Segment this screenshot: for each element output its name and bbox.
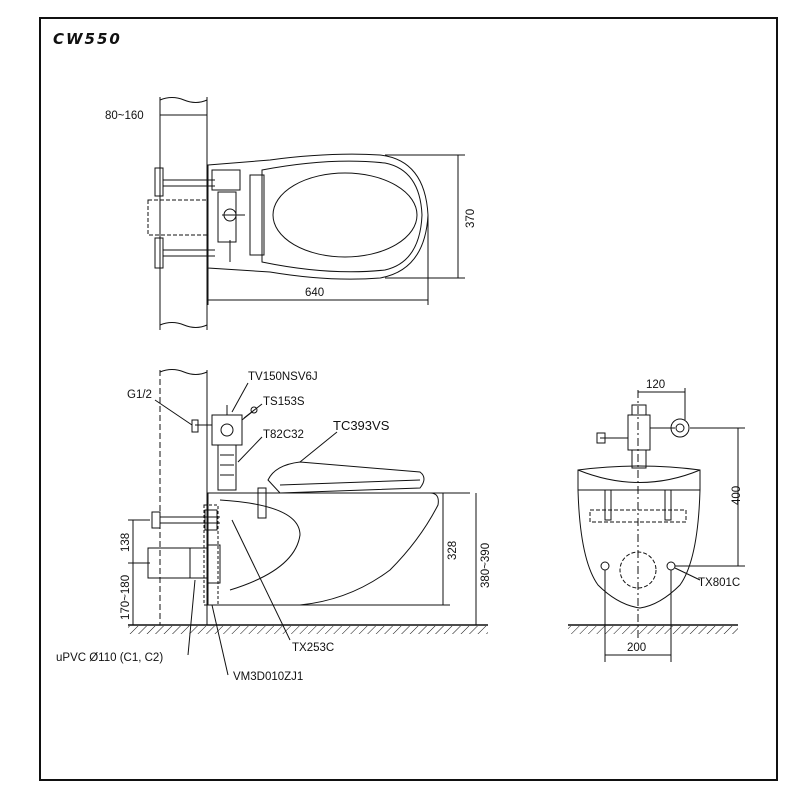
side-bowl-outline	[207, 492, 439, 606]
top-flush-valve	[211, 169, 245, 262]
label-rim-height: 380~390	[480, 543, 492, 588]
side-seat	[267, 461, 425, 494]
label-valve-height: 400	[731, 486, 743, 505]
dim-bolt-spacing	[604, 570, 672, 662]
label-valve-offset: 120	[646, 379, 665, 391]
front-hinge-right	[664, 489, 672, 521]
side-wall	[159, 369, 208, 625]
top-outlet-pipe	[147, 199, 209, 236]
dim-valve-height	[675, 427, 745, 567]
label-outlet-height: 170~180	[120, 575, 132, 620]
dim-outlet-height	[128, 562, 150, 625]
side-floor	[128, 624, 488, 634]
side-flush-valve	[191, 405, 258, 491]
label-water-inlet: G1/2	[127, 389, 152, 401]
top-hinge	[249, 174, 265, 256]
side-seat-line	[279, 479, 421, 486]
front-bowl-outline	[577, 465, 701, 609]
side-bowl-inner	[219, 499, 301, 591]
label-bolt-height: 138	[120, 533, 132, 552]
front-view	[568, 388, 745, 662]
front-seat-bar	[589, 509, 687, 523]
drawing-frame	[39, 17, 778, 781]
label-depth: 370	[465, 209, 477, 228]
top-view	[147, 97, 465, 330]
label-bowl-height: 328	[447, 541, 459, 560]
dim-bowl-height	[300, 492, 470, 606]
side-bracket	[203, 504, 219, 606]
label-seat: TC393VS	[333, 418, 390, 433]
dim-bolt-height	[128, 519, 150, 563]
front-rim	[577, 469, 701, 483]
side-mounting-bolt	[151, 509, 220, 531]
top-bowl-outline	[207, 153, 429, 280]
label-length: 640	[305, 287, 324, 299]
label-mounting-bolt: TX253C	[292, 642, 334, 654]
dim-wall-thickness	[159, 110, 208, 120]
label-bracket: VM3D010ZJ1	[233, 671, 303, 683]
front-anchor-left	[600, 561, 610, 571]
front-anchor-right	[666, 561, 676, 571]
side-outlet-pipe	[147, 544, 221, 584]
top-seat-outline	[261, 160, 423, 273]
top-bolts	[154, 167, 215, 269]
label-outlet-pipe: uPVC Ø110 (C1, C2)	[56, 652, 163, 664]
label-wall-thickness: 80~160	[105, 110, 144, 122]
front-floor	[568, 624, 738, 634]
top-wall	[159, 97, 208, 330]
label-anchor: TX801C	[698, 577, 740, 589]
model-number: CW550	[53, 30, 122, 48]
front-outlet	[619, 551, 657, 589]
side-hinge	[257, 487, 267, 519]
leader-anchor	[674, 567, 701, 581]
front-flush-valve	[596, 404, 690, 469]
dim-valve-offset	[638, 388, 686, 420]
label-connector: T82C32	[263, 429, 304, 441]
dim-depth	[385, 154, 465, 279]
label-bolt-spacing: 200	[627, 642, 646, 654]
side-view	[128, 369, 488, 676]
label-stop-valve: TS153S	[263, 396, 305, 408]
leaders-side	[154, 382, 338, 676]
top-seat-opening	[272, 172, 418, 258]
front-hinge-left	[604, 489, 612, 521]
dim-length	[207, 215, 429, 305]
label-flush-valve: TV150NSV6J	[248, 371, 318, 383]
